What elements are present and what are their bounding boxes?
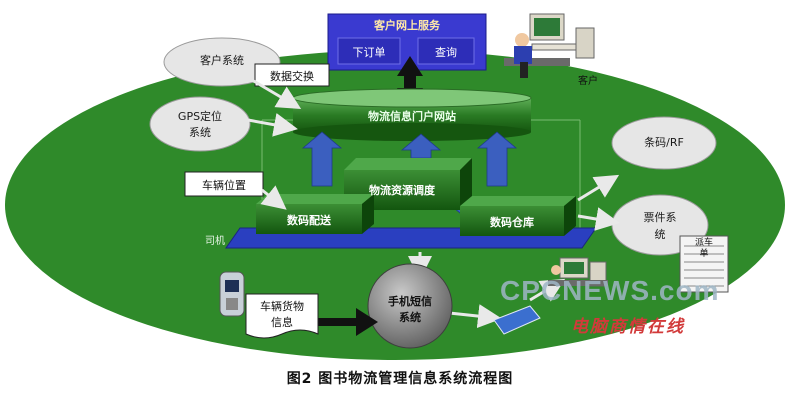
digital-warehouse-label: 数码仓库 [490, 216, 534, 229]
delivery-note-label: 派车单 [694, 238, 713, 259]
portal-drum [292, 88, 532, 141]
portal-label: 物流信息门户网站 [368, 110, 456, 123]
mobile-phone-icon [219, 271, 245, 317]
digital-warehouse-box [460, 196, 576, 236]
query-button[interactable]: 查询 [435, 46, 457, 59]
data-exchange-label: 数据交换 [270, 70, 314, 83]
gps-system-label-2: 系统 [189, 126, 211, 139]
gps-system-cloud [149, 96, 251, 152]
delivery-note-paper [679, 235, 729, 293]
sms-system-label-2: 系统 [399, 311, 421, 324]
vehicle-cargo-label-1: 车辆货物 [260, 300, 304, 313]
document-system-label-1: 票件系 [643, 211, 677, 224]
driver-label: 司机 [205, 236, 225, 247]
digital-distribution-label: 数码配送 [287, 214, 331, 227]
sms-system-sphere [367, 263, 453, 349]
barcode-rf-label: 条码/RF [644, 136, 684, 149]
barcode-rf-cloud [611, 116, 717, 170]
figure-caption: 图2 图书物流管理信息系统流程图 [286, 371, 514, 387]
vehicle-position-box [184, 171, 264, 197]
watermark-site-cn: 电脑商情在线 [571, 317, 685, 337]
cargo-to-sms-arrow [318, 308, 378, 336]
resource-dispatch-label: 物流资源调度 [369, 184, 435, 197]
vehicle-cargo-document [245, 293, 319, 339]
vehicle-cargo-label-2: 信息 [271, 316, 293, 329]
order-button[interactable]: 下订单 [352, 46, 386, 59]
watermark-site: CPCNEWS.com [500, 275, 720, 306]
customer-system-cloud [163, 37, 281, 87]
sms-system-label-1: 手机短信 [388, 295, 432, 308]
operator-computer-icon [548, 257, 608, 287]
customer-system-label: 客户系统 [200, 54, 244, 67]
gps-system-label-1: GPS定位 [177, 110, 223, 123]
customer-service-title: 客户网上服务 [374, 19, 440, 32]
pda-device-icon [493, 305, 541, 335]
data-exchange-box [254, 63, 330, 87]
customer-service-panel [327, 13, 487, 71]
customer-computer-icon [504, 13, 595, 78]
document-system-label-2: 统 [654, 228, 666, 241]
vehicle-position-label: 车辆位置 [202, 179, 246, 192]
customer-label: 客户 [578, 76, 598, 87]
